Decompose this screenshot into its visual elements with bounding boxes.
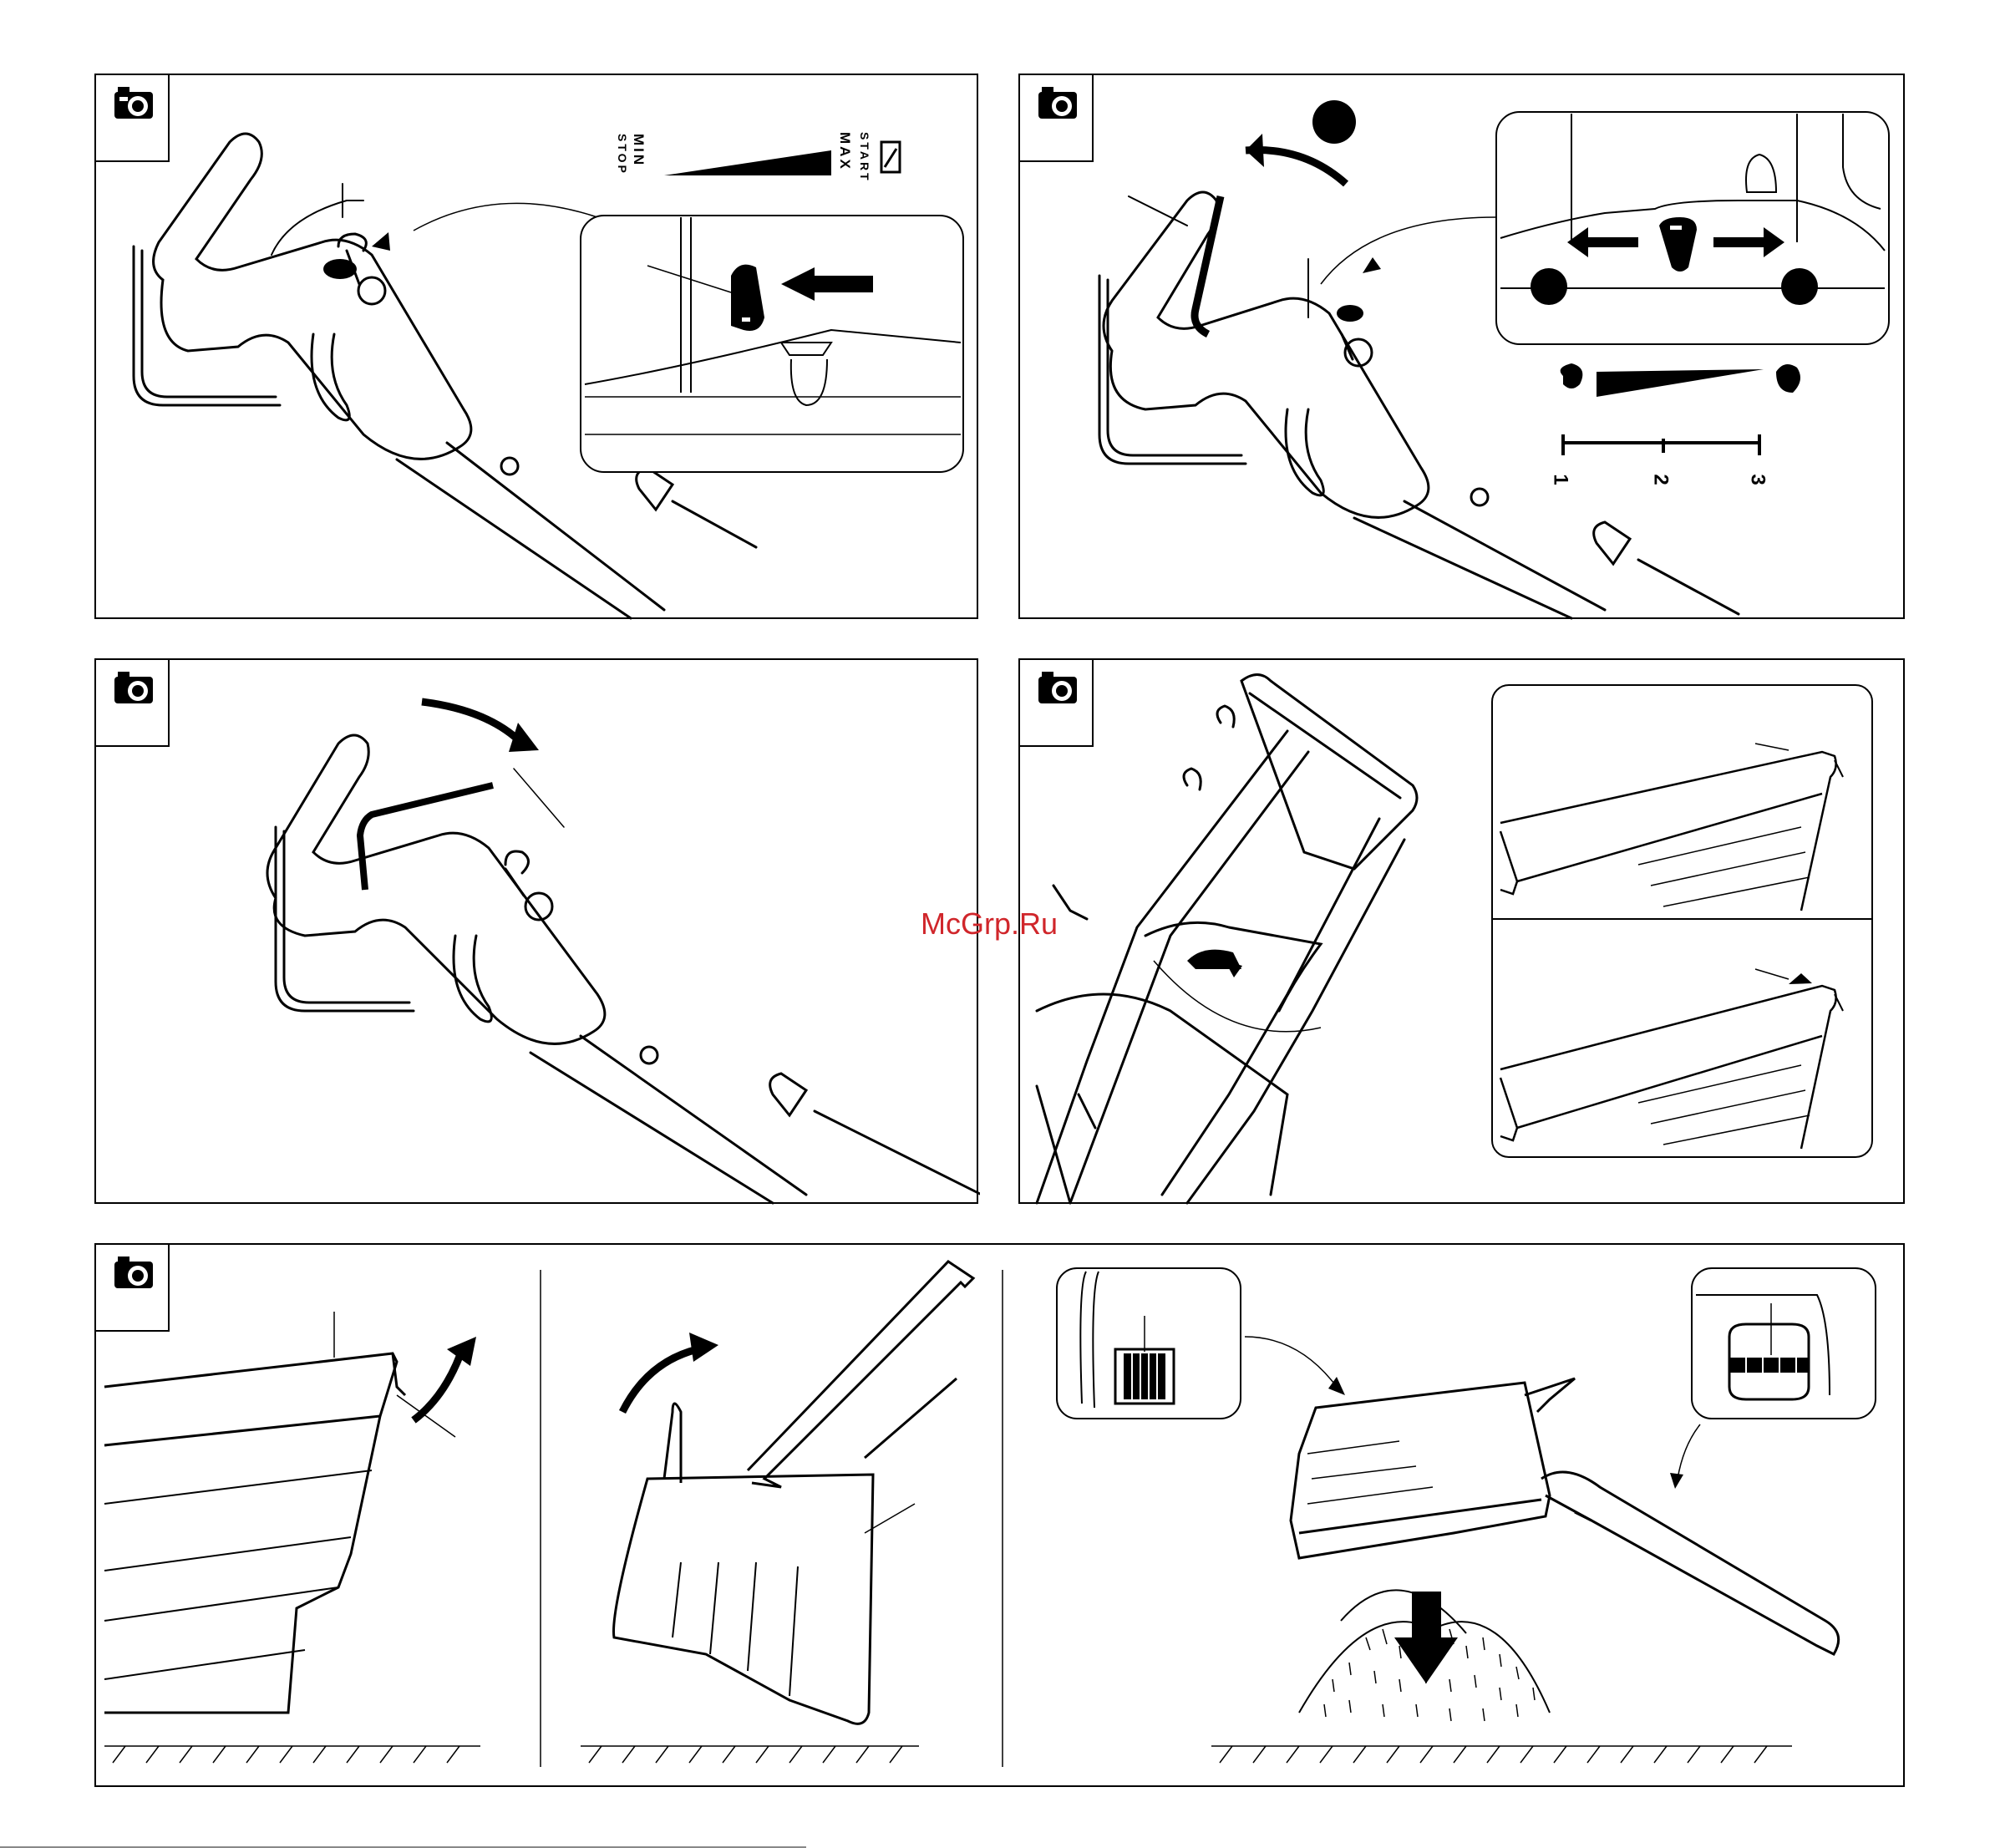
grassbox-steps-illustration	[96, 1245, 1906, 1789]
speed-1-label: 1	[1549, 474, 1572, 485]
handle-illustration	[1020, 75, 1906, 621]
choke-icon	[880, 140, 901, 174]
panel-empty-grassbox	[94, 1243, 1905, 1787]
panel-throttle: MIN STOP MAX START	[94, 74, 978, 619]
panel-brake-lever	[94, 658, 978, 1204]
panel-drive-speed: 1 2 3	[1018, 74, 1905, 619]
throttle-min-label: MIN	[631, 134, 647, 167]
speed-3-label: 3	[1746, 474, 1769, 485]
throttle-stop-label: STOP	[614, 134, 630, 175]
mower-illustration	[1020, 660, 1906, 1206]
throttle-start-label: START	[856, 132, 872, 183]
panel-grassbox-indicator	[1018, 658, 1905, 1204]
handle-illustration	[96, 660, 980, 1206]
throttle-max-label: MAX	[837, 132, 853, 171]
speed-2-label: 2	[1649, 474, 1673, 485]
watermark: McGrp.Ru	[921, 906, 1058, 942]
